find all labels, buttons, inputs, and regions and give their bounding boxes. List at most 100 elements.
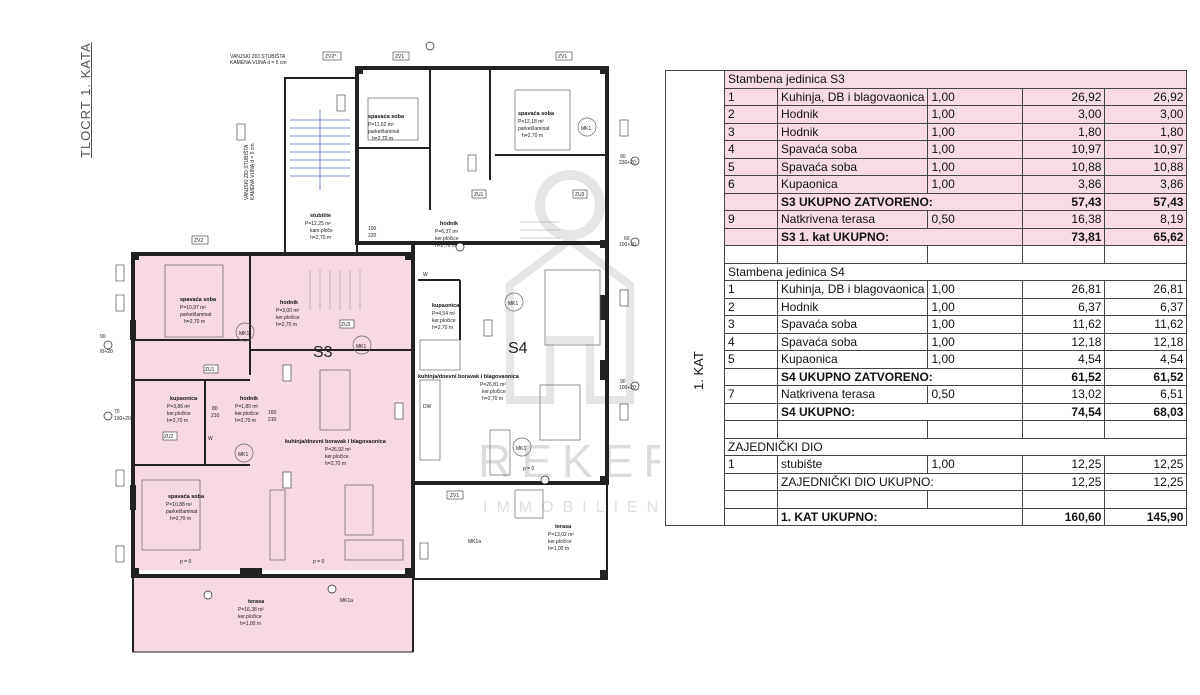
s4-closed-row: S4 UKUPNO ZATVORENO: 61,52 61,52	[666, 367, 1188, 386]
room-4-height: h=2,70 m	[435, 243, 456, 249]
tag-mk1a-b: MK1a	[340, 598, 353, 604]
dim-160: 160	[268, 410, 277, 416]
cell-area: 10,97	[1022, 140, 1106, 159]
cell-coef: 0,50	[927, 210, 1024, 229]
room-labels: spavaća soba P=11,62 m² parket/laminat h…	[166, 111, 574, 627]
room-1-name: spavaća soba	[368, 114, 405, 120]
cell-net: 26,92	[1104, 87, 1188, 106]
cell-empty	[724, 402, 778, 421]
cell-name: Natkrivena terasa	[776, 210, 929, 229]
s4-terrace-row: 7 Natkrivena terasa 0,50 13,02 6,51	[666, 385, 1188, 404]
cell-name: Kuhinja, DB i blagovaonica	[776, 87, 929, 106]
tag-zu1-b: ZU1	[474, 192, 484, 198]
cell-area: 26,81	[1022, 280, 1106, 299]
cell-name: Hodnik	[776, 105, 929, 124]
cell-name: Natkrivena terasa	[776, 385, 929, 404]
tag-zu2: ZU2	[164, 434, 174, 440]
room-10-name: kuhinja/dnevni boravak i blagovaonica	[418, 374, 520, 380]
room-6-floor: ker.pločice	[276, 315, 300, 321]
table-row: 6 Kupaonica 1,00 3,86 3,86	[666, 175, 1188, 194]
table-row: 5 Kupaonica 1,00 4,54 4,54	[666, 350, 1188, 369]
cell-name: Spavaća soba	[776, 332, 929, 351]
cell-area: 1,80	[1022, 122, 1106, 141]
element-tags: ZV2* ZV1 ZV1 ZV2 ZV1 ZU3 ZU1 ZU2 ZU1 ZU3…	[115, 51, 629, 604]
watermark: REKER IMMOBILIEN	[478, 170, 660, 516]
cell-name: Spavaća soba	[776, 315, 929, 334]
cell-name: stubište	[776, 455, 929, 474]
tag-w-1: W	[208, 436, 213, 442]
tag-mk1-b: MK1	[356, 344, 367, 350]
unit-label-s4: S4	[508, 340, 528, 357]
common-total-label: ZAJEDNIČKI DIO UKUPNO:	[776, 472, 1024, 491]
s3-total-net: 65,62	[1104, 227, 1188, 246]
dim-230-a: 230+20	[619, 160, 636, 166]
room-6-height: h=2,70 m	[276, 322, 297, 328]
table-row: 1 Kuhinja, DB i blagovaonica 1,00 26,81 …	[666, 280, 1188, 299]
table-side-column	[665, 70, 725, 526]
room-8-height: h=2,70 m	[167, 418, 188, 424]
s3-closed-label: S3 UKUPNO ZATVORENO:	[776, 192, 1024, 211]
grand-total-label: 1. KAT UKUPNO:	[776, 507, 1024, 526]
s3-closed-row: S3 UKUPNO ZATVORENO: 57,43 57,43	[666, 192, 1188, 211]
room-3-floor: kam.ploče	[310, 228, 333, 234]
dim-p0-a: p = 0	[180, 559, 191, 565]
room-12-floor: parket/laminat	[166, 509, 198, 515]
cell-coef: 1,00	[927, 175, 1024, 194]
room-4-floor: ker.pločice	[435, 236, 459, 242]
room-14-floor: ker.pločice	[238, 614, 262, 620]
walls	[131, 66, 609, 653]
dim-80: 80	[212, 406, 218, 412]
dim-60: 60	[624, 236, 630, 242]
tag-mk1a-a: MK1a	[468, 539, 481, 545]
grand-total-area: 160,60	[1022, 507, 1106, 526]
room-13-name: terasa	[555, 524, 572, 530]
room-11-area: P=26,92 m²	[325, 447, 351, 453]
tag-mk1-f: MK1	[581, 126, 592, 132]
cell-no: 9	[724, 210, 778, 229]
s3-total-label: S3 1. kat UKUPNO:	[776, 227, 1024, 246]
s3-closed-area: 57,43	[1022, 192, 1106, 211]
cell-coef: 1,00	[927, 315, 1024, 334]
s4-header-row: Stambena jedinica S4	[666, 262, 1188, 281]
dim-210-a: 210	[211, 413, 220, 419]
staircase	[290, 110, 350, 190]
dim-p0-b: p = 0	[313, 559, 324, 565]
dim-70: 70	[114, 409, 120, 415]
spacer-row	[666, 420, 1188, 439]
cell-coef: 1,00	[927, 140, 1024, 159]
room-11-floor: ker.pločice	[325, 454, 349, 460]
s3-header-row: Stambena jedinica S3	[665, 70, 1188, 526]
room-7-area: P=4,54 m²	[432, 311, 456, 317]
room-10-area: P=26,81 m²	[480, 382, 506, 388]
cell-name: Hodnik	[776, 122, 929, 141]
dim-100-20-c: 100+20	[114, 416, 131, 422]
columns	[130, 66, 608, 578]
room-9-height: h=2,70 m	[235, 418, 256, 424]
watermark-circle-icon	[535, 170, 605, 240]
cell-empty	[724, 192, 778, 211]
cell-area: 6,37	[1022, 297, 1106, 316]
s3-terrace-area	[133, 575, 413, 652]
cell-no: 7	[724, 385, 778, 404]
s3-closed-net: 57,43	[1104, 192, 1188, 211]
tag-zu1: ZU1	[205, 367, 215, 373]
cell-area: 12,18	[1022, 332, 1106, 351]
watermark-subtext: IMMOBILIEN	[483, 499, 660, 516]
dim-90-a: 90	[620, 154, 626, 160]
s4-total-area: 74,54	[1022, 402, 1106, 421]
cell-no: 4	[724, 140, 778, 159]
cell-no: 5	[724, 157, 778, 176]
tag-zv1-a: ZV1	[395, 54, 404, 60]
dimension-marks: 90 230+20 60 100+20 90 100+20 90 230+20 …	[100, 41, 640, 600]
cell-area: 16,38	[1022, 210, 1106, 229]
room-8-name: kupaonica	[170, 396, 198, 402]
common-header: ZAJEDNIČKI DIO	[723, 437, 1188, 456]
cell-no: 1	[724, 455, 778, 474]
room-12-height: h=2,70 m	[170, 516, 191, 522]
cell-net: 8,19	[1104, 210, 1188, 229]
wall-note-1a: VANJSKI ZID STUBIŠTA	[230, 53, 286, 60]
cell-empty	[724, 507, 778, 526]
common-total-row: ZAJEDNIČKI DIO UKUPNO: 12,25 12,25	[666, 472, 1188, 491]
cell-net: 3,86	[1104, 175, 1188, 194]
cell-no: 2	[724, 297, 778, 316]
